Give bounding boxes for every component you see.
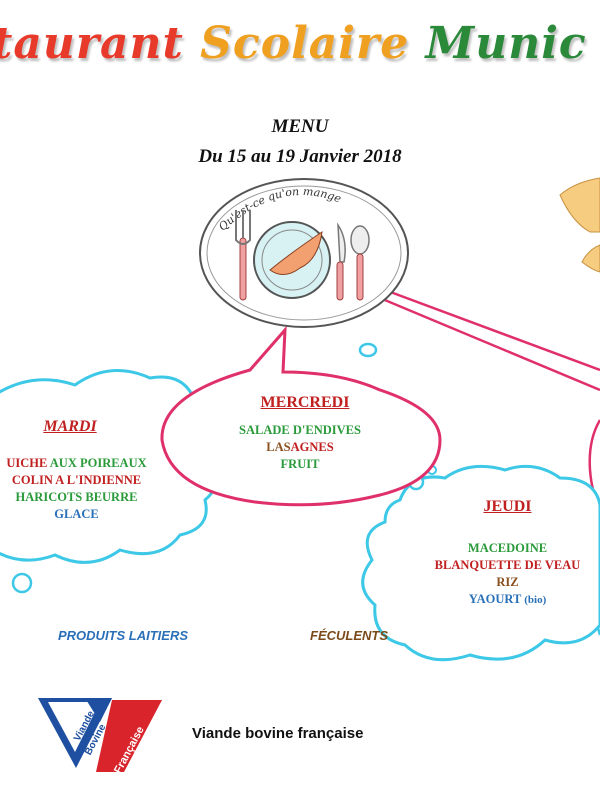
- dish-text: AUX POIREAUX: [49, 456, 147, 470]
- dish-line: MACEDOINE: [415, 540, 600, 557]
- corner-decoration: [559, 177, 600, 233]
- corner-decoration-2: [581, 244, 600, 273]
- beef-logo-caption: Viande bovine française: [192, 725, 364, 742]
- dish-line: UICHE AUX POIREAUX: [0, 455, 159, 472]
- legend-dairy: PRODUITS LAITIERS: [58, 628, 189, 643]
- dish-text: YAOURT: [468, 592, 525, 606]
- dish-text: BLANQUETTE DE VEAU: [434, 558, 581, 572]
- beef-logo: [38, 698, 162, 772]
- jeudi-dishes: MACEDOINE BLANQUETTE DE VEAU RIZ YAOURT …: [415, 540, 600, 609]
- cloud-tail-circle: [11, 572, 33, 594]
- dish-line: SALADE D'ENDIVES: [215, 422, 385, 439]
- dish-text: SALADE D'ENDIVES: [239, 423, 361, 437]
- bubble-dot: [358, 342, 378, 358]
- mercredi-bubble: [160, 325, 442, 507]
- dish-line: LASAGNES: [215, 439, 385, 456]
- dish-text: COLIN A L'INDIENNE: [11, 473, 142, 487]
- dish-line: YAOURT (bio): [415, 591, 600, 609]
- menu-title: MENU: [271, 116, 329, 137]
- dish-line: HARICOTS BEURRE: [0, 489, 159, 506]
- mardi-dishes: UICHE AUX POIREAUX COLIN A L'INDIENNE HA…: [0, 455, 159, 523]
- legend-starch: FÉCULENTS: [310, 628, 388, 643]
- banner-word: Munic: [425, 18, 587, 69]
- dish-line: FRUIT: [215, 456, 385, 473]
- day-title-mercredi: MERCREDI: [260, 394, 350, 411]
- banner-title: taurant Scolaire Munic: [0, 18, 587, 69]
- banner-word: Scolaire: [200, 18, 426, 69]
- dish-text: GLACE: [54, 507, 99, 521]
- dish-text: UICHE: [6, 456, 50, 470]
- day-title-jeudi: JEUDI: [483, 498, 532, 515]
- day-title-mardi: MARDI: [43, 418, 97, 435]
- dish-line: COLIN A L'INDIENNE: [0, 472, 159, 489]
- dish-text: (bio): [524, 594, 547, 606]
- dish-text: LAS: [266, 440, 291, 454]
- banner-word: taurant: [0, 18, 201, 69]
- dish-line: GLACE: [0, 506, 159, 523]
- dish-line: BLANQUETTE DE VEAU: [415, 557, 600, 574]
- dish-text: MACEDOINE: [467, 541, 548, 555]
- dish-text: FRUIT: [280, 457, 320, 471]
- connector-line: [379, 296, 600, 392]
- dish-text: HARICOTS BEURRE: [15, 490, 138, 504]
- dish-text: AGNES: [290, 440, 334, 454]
- mercredi-dishes: SALADE D'ENDIVES LASAGNES FRUIT: [215, 422, 385, 473]
- dish-line: RIZ: [415, 574, 600, 591]
- dish-text: RIZ: [496, 575, 519, 589]
- menu-dates: Du 15 au 19 Janvier 2018: [198, 146, 402, 167]
- plate-logo: Qu'est-ce qu'on mange: [199, 178, 409, 328]
- jeudi-cloud: [361, 464, 600, 662]
- connector-line: [384, 288, 600, 372]
